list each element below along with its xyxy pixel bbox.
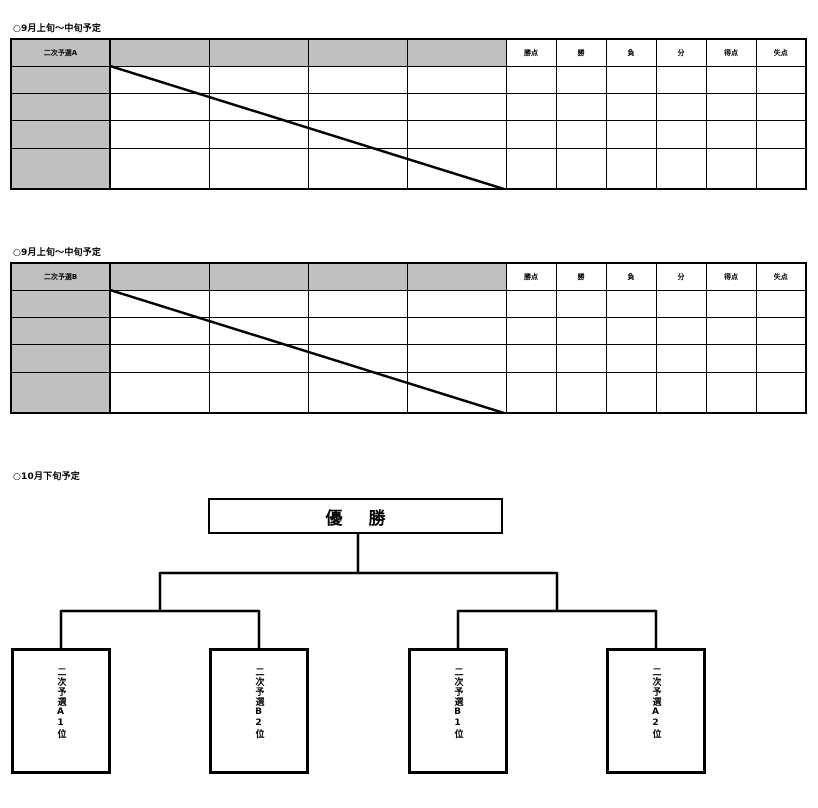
league-table-a: 二次予選A 勝点 勝 負 分 得点 失点 [10,38,807,190]
stat-header-points: 勝点 [505,38,557,67]
stat-header-draws: 分 [655,262,707,291]
stat-header-wins: 勝 [555,262,607,291]
stat-header-goals-for: 得点 [705,38,757,67]
section-a-caption: ○9月上旬～中旬予定 [13,24,102,34]
team-header-cell [208,262,309,291]
stat-header-goals-against: 失点 [755,262,807,291]
stat-header-goals-against: 失点 [755,38,807,67]
team-header-cell [109,38,210,67]
team-box-b1: 二次予選B1位 [408,648,508,774]
team-name-cell [10,147,111,190]
team-label: 二次予選B2位 [253,667,264,739]
tournament-caption: ○10月下旬予定 [13,472,80,482]
team-label: 二次予選A2位 [650,667,661,739]
team-header-cell [109,262,210,291]
stat-header-wins: 勝 [555,38,607,67]
team-box-b2: 二次予選B2位 [209,648,309,774]
team-name-cell [10,371,111,414]
team-name-cell [10,93,111,122]
team-name-cell [10,120,111,149]
team-box-a1: 二次予選A1位 [11,648,111,774]
group-label-cell: 二次予選B [10,262,111,291]
league-table-b: 二次予選B 勝点 勝 負 分 得点 失点 [10,262,807,414]
team-name-cell [10,344,111,373]
section-b-caption: ○9月上旬～中旬予定 [13,248,102,258]
champion-box: 優 勝 [208,498,503,534]
team-header-cell [208,38,309,67]
team-header-cell [307,38,408,67]
champion-label: 優 勝 [325,508,396,529]
team-box-a2: 二次予選A2位 [606,648,706,774]
stat-header-draws: 分 [655,38,707,67]
team-name-cell [10,65,111,95]
team-label: 二次予選B1位 [452,667,463,739]
team-header-cell [307,262,408,291]
team-header-cell [406,262,507,291]
stat-header-losses: 負 [605,38,657,67]
header-row: 二次予選B 勝点 勝 負 分 得点 失点 [10,262,807,291]
team-header-cell [406,38,507,67]
header-row: 二次予選A 勝点 勝 負 分 得点 失点 [10,38,807,67]
team-name-cell [10,317,111,346]
team-label: 二次予選A1位 [55,667,66,739]
team-name-cell [10,289,111,319]
